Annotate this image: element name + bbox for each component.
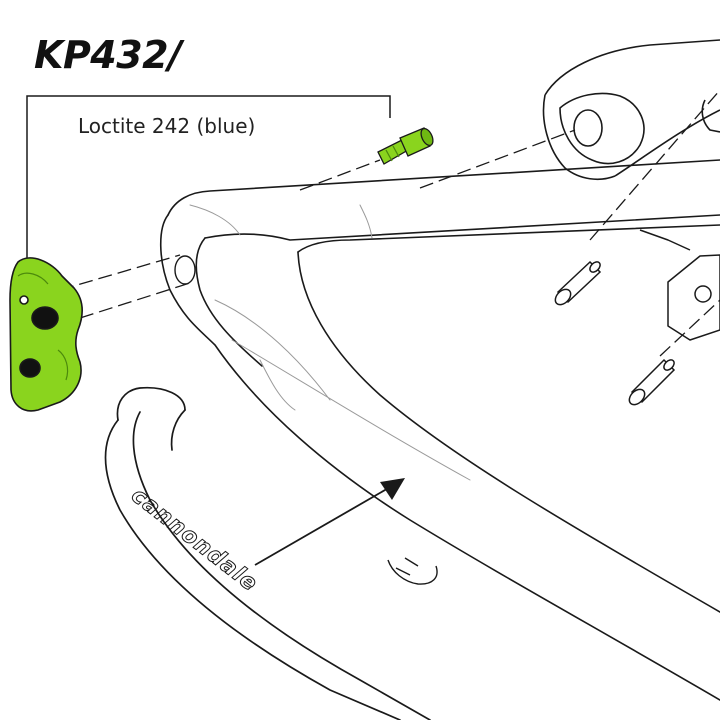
callout-bracket	[26, 95, 391, 258]
chainstay-protector	[104, 386, 431, 720]
bolt-upper	[554, 260, 602, 306]
bolt-lower	[628, 358, 676, 406]
frame-mount-hole	[174, 255, 196, 285]
frame-detail-lines	[189, 204, 471, 481]
green-screw	[377, 127, 434, 165]
arrow-icon	[254, 478, 405, 566]
upper-frame-junction	[542, 39, 720, 181]
green-hanger-part	[9, 257, 83, 412]
assembly-dash-lines	[59, 89, 720, 357]
lower-small-part	[387, 557, 438, 585]
loctite-label: Loctite 242 (blue)	[78, 114, 256, 138]
part-code-title: KP432/	[34, 33, 182, 77]
frame-tube	[159, 159, 720, 701]
bracket-plate	[639, 229, 720, 341]
brand-logo: cannondale	[126, 483, 262, 597]
